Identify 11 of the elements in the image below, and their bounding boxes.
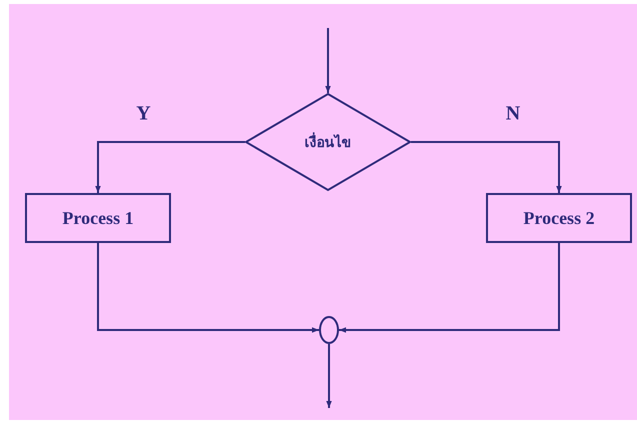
condition-text: เงื่อนไข — [304, 131, 352, 153]
arrow — [339, 243, 560, 333]
process-box — [486, 193, 632, 243]
arrow — [95, 141, 245, 193]
arrow — [411, 141, 562, 193]
arrow — [326, 344, 332, 408]
process-label: Process 2 — [523, 208, 595, 228]
process-label: Process 1 — [62, 208, 134, 228]
arrow — [97, 243, 319, 333]
arrow — [325, 28, 331, 93]
process-box — [25, 193, 171, 243]
